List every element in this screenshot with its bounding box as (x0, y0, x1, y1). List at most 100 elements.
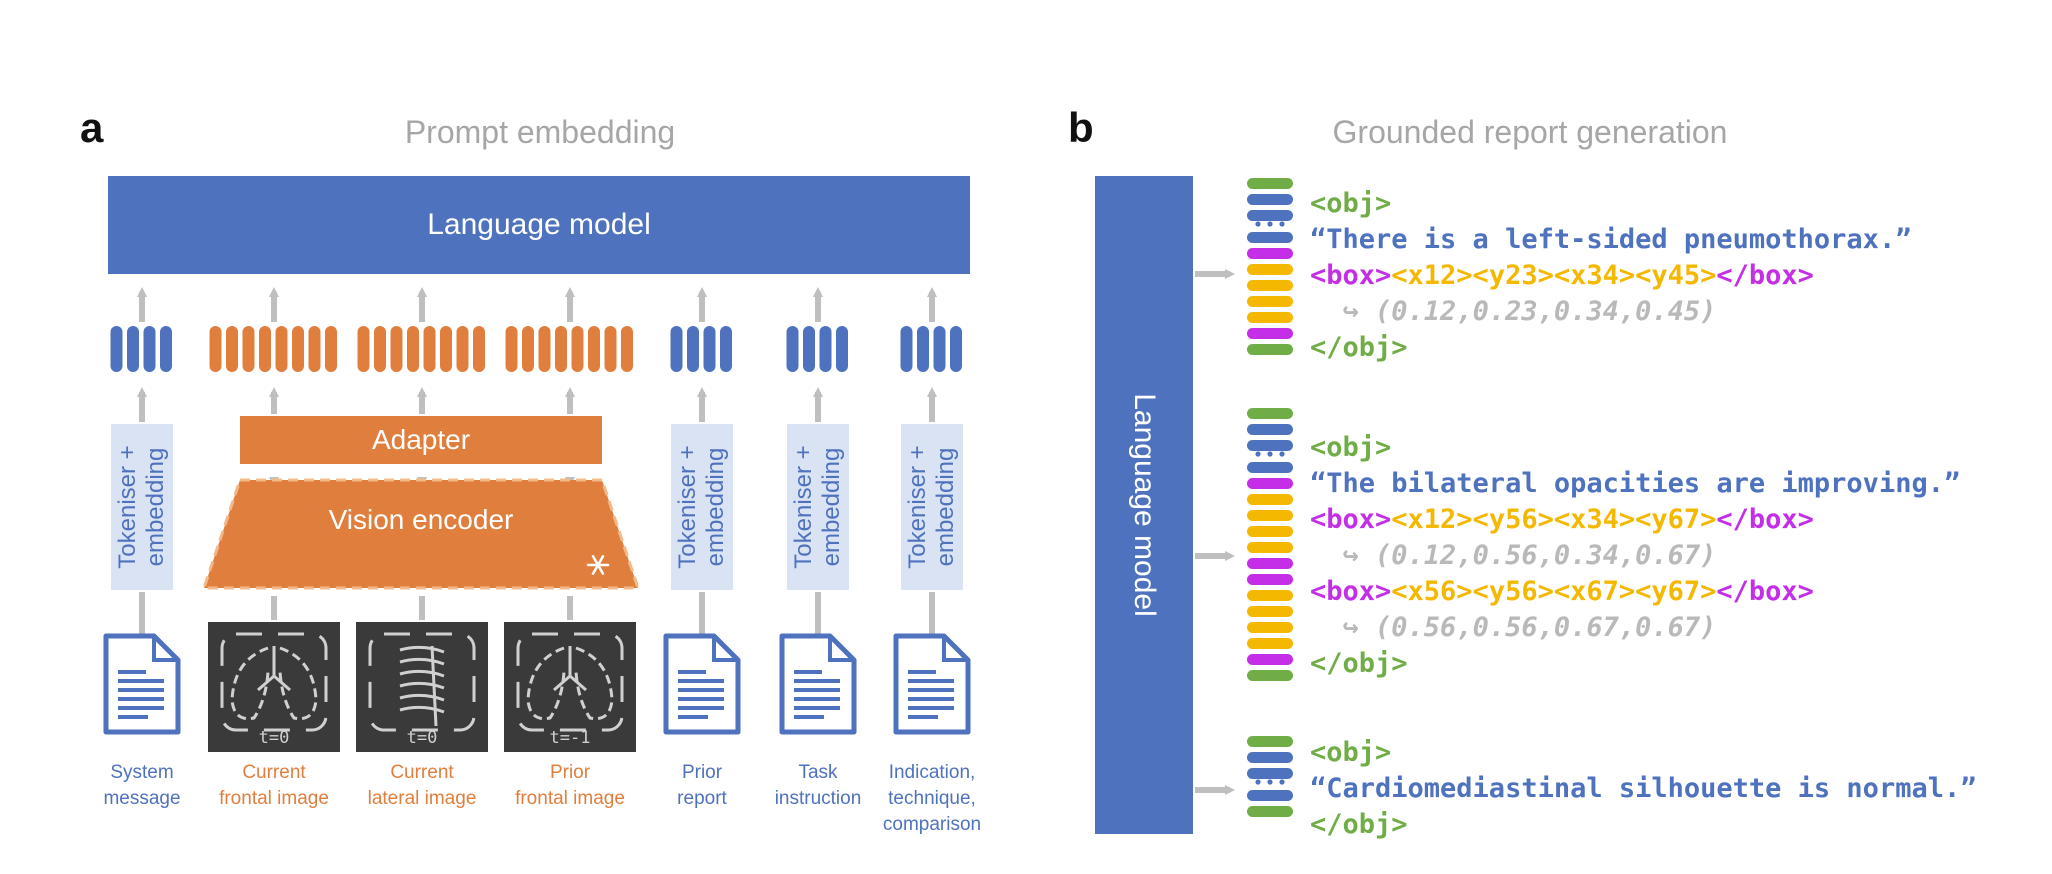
token (292, 326, 304, 372)
panel-b-letter: b (1068, 104, 1094, 151)
token (1247, 790, 1293, 801)
token (1247, 542, 1293, 553)
vision-encoder-label: Vision encoder (328, 504, 514, 535)
token (1247, 606, 1293, 617)
token (1247, 638, 1293, 649)
return-arrow: ↪ (1310, 296, 1359, 327)
box-coordinates: <x12><y23><x34><y45> (1391, 260, 1717, 291)
ellipsis-dot (1279, 779, 1285, 785)
caption-line: frontal image (219, 788, 329, 809)
token (538, 326, 551, 372)
ellipsis-dot (1255, 779, 1261, 785)
token-group (505, 326, 633, 372)
token (703, 326, 716, 372)
obj-open-tag: <obj> (1310, 737, 1392, 768)
obj-open-tag: <obj> (1310, 188, 1392, 219)
box-open-tag: <box> (1310, 504, 1392, 535)
token (1247, 194, 1293, 205)
tokeniser-label: Tokeniser +embedding (114, 445, 170, 568)
language-model-vertical-block: Language model (1095, 176, 1193, 834)
tokeniser-label-line2: embedding (142, 447, 169, 567)
token-strip (1247, 408, 1293, 681)
finding-sentence: “There is a left-sided pneumothorax.” (1310, 224, 1912, 255)
token (407, 326, 419, 372)
token (110, 326, 123, 372)
code-line-obj-close: </obj> (1310, 646, 1408, 682)
token (226, 326, 238, 372)
token (1247, 752, 1293, 763)
token (275, 326, 288, 372)
panel-b-title: Grounded report generation (1332, 114, 1728, 150)
adapter-block: Adapter (240, 416, 602, 464)
ellipsis-dot (1267, 221, 1273, 227)
token (670, 326, 683, 372)
obj-close-tag: </obj> (1310, 809, 1408, 840)
document-icon (663, 633, 741, 735)
token (259, 326, 271, 372)
xray-lateral-icon (356, 622, 488, 752)
token-group (110, 326, 172, 372)
token (1247, 408, 1293, 419)
box-close-tag: </box> (1716, 260, 1814, 291)
document-icon (103, 633, 181, 735)
panel-b-token-strips (1247, 178, 1293, 817)
token (836, 326, 848, 372)
token (143, 326, 156, 372)
tokeniser-label-line2: embedding (702, 447, 729, 567)
document-icon (893, 633, 971, 735)
token (1247, 344, 1293, 355)
code-line-sentence: “The bilateral opacities are improving.” (1310, 466, 1960, 502)
panel-b-arrows (1195, 269, 1235, 795)
code-line-obj-close: </obj> (1310, 807, 1408, 843)
normalized-coordinates: (0.12,0.56,0.34,0.67) (1358, 540, 1717, 571)
token (621, 326, 633, 372)
code-line-sentence: “Cardiomediastinal silhouette is normal.… (1310, 771, 1976, 807)
token (160, 326, 172, 372)
tokeniser-label: Tokeniser +embedding (790, 445, 846, 568)
ellipsis-dot (1279, 451, 1285, 457)
token (1247, 736, 1293, 747)
language-model-vertical-label: Language model (1128, 393, 1161, 617)
token (1247, 590, 1293, 601)
panel-a-letter: a (80, 104, 104, 151)
ellipsis-dot (1255, 451, 1261, 457)
token (308, 326, 321, 372)
caption-line: Task (798, 762, 838, 783)
tokeniser-label: Tokeniser +embedding (674, 445, 730, 568)
tokeniser-box: Tokeniser +embedding (901, 424, 963, 590)
code-line-obj-open: <obj> (1310, 735, 1391, 771)
token (1247, 654, 1293, 665)
token (687, 326, 699, 372)
token (242, 326, 255, 372)
caption-line: technique, (888, 788, 976, 809)
time-label: t=-1 (549, 728, 591, 748)
snowflake-icon (586, 555, 610, 575)
input-caption: Indication,technique,comparison (862, 760, 1002, 838)
token (1247, 312, 1293, 323)
panel-a-images (208, 622, 636, 752)
token (1247, 574, 1293, 585)
document-icon (779, 633, 857, 735)
obj-close-tag: </obj> (1310, 332, 1408, 363)
ellipsis-dot (1267, 451, 1273, 457)
ellipsis-dot (1267, 779, 1273, 785)
xray-frontal-icon (208, 622, 340, 752)
adapter-label: Adapter (371, 424, 471, 455)
token-strip (1247, 736, 1293, 817)
token (1247, 462, 1293, 473)
code-line-obj-open: <obj> (1310, 186, 1391, 222)
time-label: t=0 (406, 728, 438, 748)
token (325, 326, 337, 372)
caption-line: frontal image (515, 788, 625, 809)
tokeniser-box: Tokeniser +embedding (111, 424, 173, 590)
token (1247, 670, 1293, 681)
token (1247, 280, 1293, 291)
caption-line: message (103, 788, 181, 809)
token (1247, 232, 1293, 243)
obj-close-tag: </obj> (1310, 648, 1408, 679)
code-line-obj-close: </obj> (1310, 330, 1408, 366)
